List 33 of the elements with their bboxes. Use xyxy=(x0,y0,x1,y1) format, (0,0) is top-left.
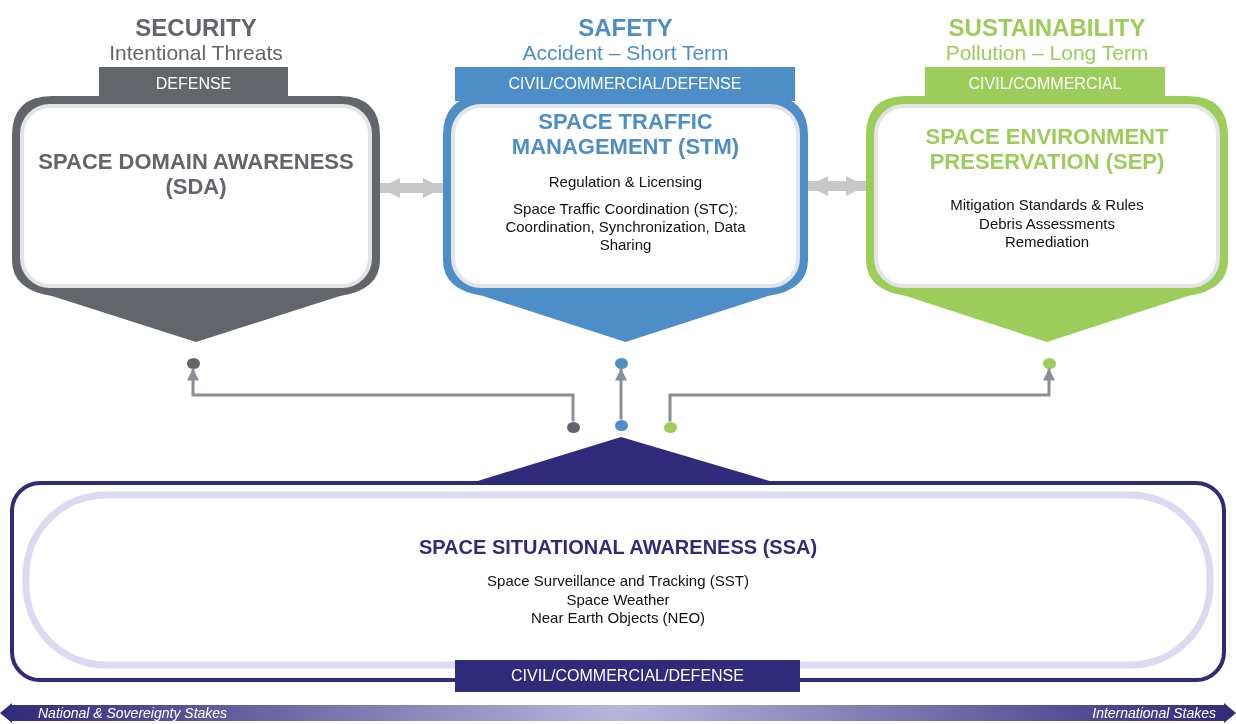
category-subheading: Accident – Short Term xyxy=(521,41,730,65)
item-text: Space Traffic Coordination (STC): Coordination, Synchronization, Data Sharing xyxy=(504,199,747,255)
item-text: Space Surveillance and Tracking (SST) xyxy=(486,572,750,591)
panel-title: SPACE DOMAIN AWARENESS (SDA) xyxy=(37,150,355,200)
dot-marker xyxy=(186,357,200,369)
category-subheading: Pollution – Long Term xyxy=(944,41,1150,65)
double-arrow xyxy=(380,178,443,198)
dot-marker xyxy=(566,421,580,433)
panel-title: SPACE ENVIRONMENT PRESERVATION (SEP) xyxy=(924,125,1170,175)
dot-marker xyxy=(614,357,628,369)
item-text: Near Earth Objects (NEO) xyxy=(529,609,707,628)
category-heading: SUSTAINABILITY xyxy=(947,14,1147,42)
sector-tab: CIVIL/COMMERCIAL/DEFENSE xyxy=(455,67,795,101)
category-heading: SAFETY xyxy=(577,14,674,42)
panel-title: SPACE SITUATIONAL AWARENESS (SSA) xyxy=(417,536,819,559)
category-subheading: Intentional Threats xyxy=(108,41,284,65)
dot-marker xyxy=(1042,357,1056,369)
arrow xyxy=(615,368,627,420)
stake-label: International Stakes xyxy=(1092,705,1216,721)
dot-marker xyxy=(663,421,677,433)
item-text: Space Weather xyxy=(565,590,671,609)
arrow xyxy=(187,368,575,422)
item-text: Mitigation Standards & Rules xyxy=(949,196,1145,215)
item-text: Regulation & Licensing xyxy=(547,173,704,192)
dot-marker xyxy=(614,419,628,431)
arrow xyxy=(668,368,1055,422)
category-heading: SECURITY xyxy=(134,14,258,42)
item-text: Remediation xyxy=(1003,232,1091,252)
panel-title: SPACE TRAFFIC MANAGEMENT (STM) xyxy=(510,110,741,160)
sector-tab: CIVIL/COMMERCIAL/DEFENSE xyxy=(455,660,800,692)
double-arrow xyxy=(808,176,866,196)
item-text: Debris Assessments xyxy=(978,214,1116,233)
stake-label: National & Sovereignty Stakes xyxy=(38,705,228,721)
